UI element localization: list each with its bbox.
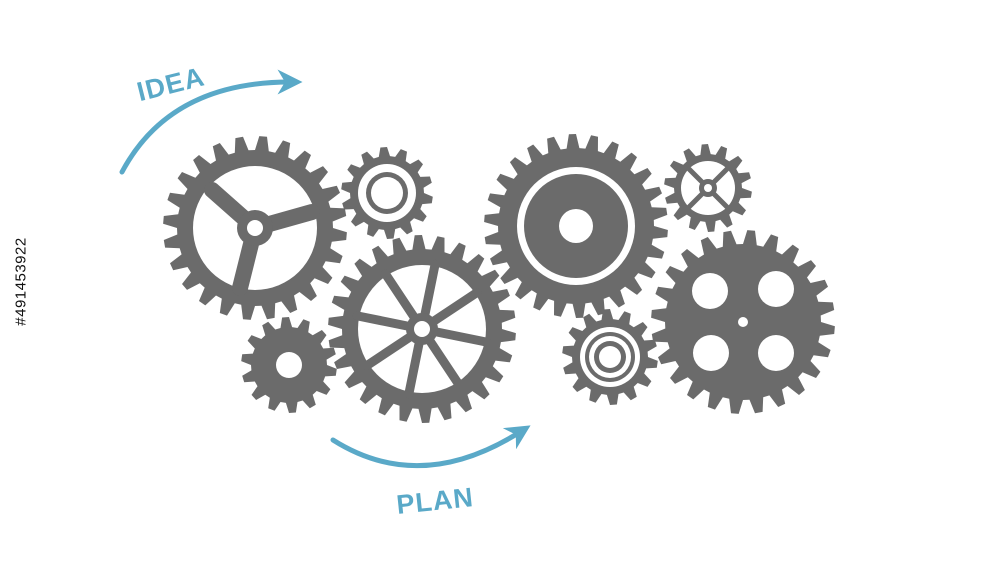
large-gear-center-icon (328, 235, 516, 423)
small-gear-cross-icon (664, 144, 752, 232)
plan-arrow-icon (330, 425, 531, 469)
small-gear-ring-icon (341, 147, 433, 239)
small-gear-solid-icon (241, 317, 337, 413)
large-gear-disc-icon (484, 134, 668, 318)
large-gear-holes-icon (651, 230, 835, 414)
large-gear-left-icon (163, 136, 347, 320)
plan-label: PLAN (395, 482, 475, 520)
idea-arrow-icon (119, 69, 303, 175)
small-gear-rings-icon (562, 309, 658, 405)
stock-id-label: #491453922 (6, 0, 36, 563)
stock-id-text: #491453922 (12, 237, 30, 326)
